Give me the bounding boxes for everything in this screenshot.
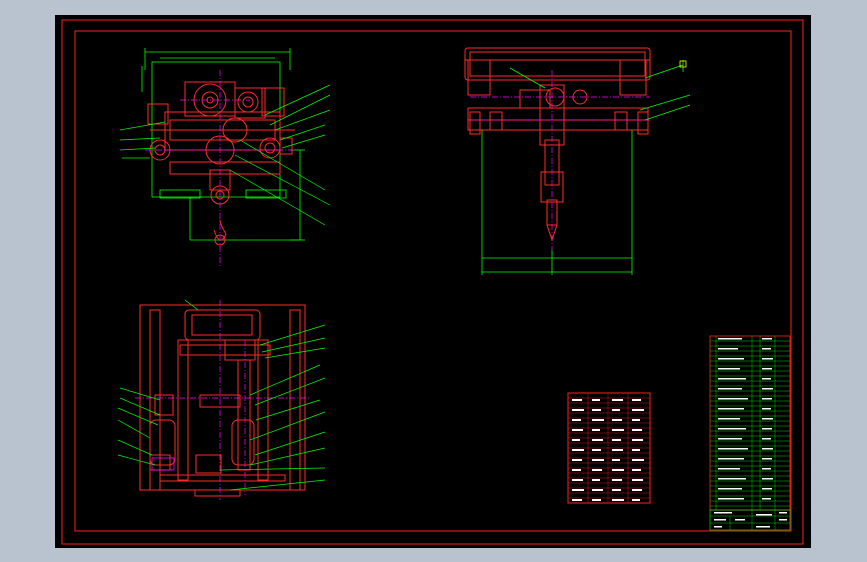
bom-table-cell-marks [718,338,773,500]
front-view-centerlines [145,70,295,268]
bom-table[interactable] [709,335,791,511]
side-view-dimensions [481,60,691,275]
parameter-table-cell-marks [572,399,644,501]
title-block[interactable] [709,509,791,531]
side-view-label-marker [679,60,687,68]
model-space[interactable] [55,15,811,548]
sheet-outer-border [61,19,804,545]
plan-view-motor [151,457,175,471]
title-block-marks [714,512,787,528]
plan-view-leaders [117,299,326,491]
title-block-grid [710,510,790,530]
parameter-table-grid [568,393,650,503]
side-view[interactable] [464,47,691,275]
plan-view[interactable] [117,299,326,500]
parameter-table[interactable] [567,392,651,504]
plan-view-centerlines [135,300,310,500]
side-view-centerlines [470,70,650,250]
front-view[interactable] [119,48,331,268]
bom-table-grid [710,336,790,510]
front-view-leaders [119,84,331,226]
sheet-inner-border [74,30,792,532]
